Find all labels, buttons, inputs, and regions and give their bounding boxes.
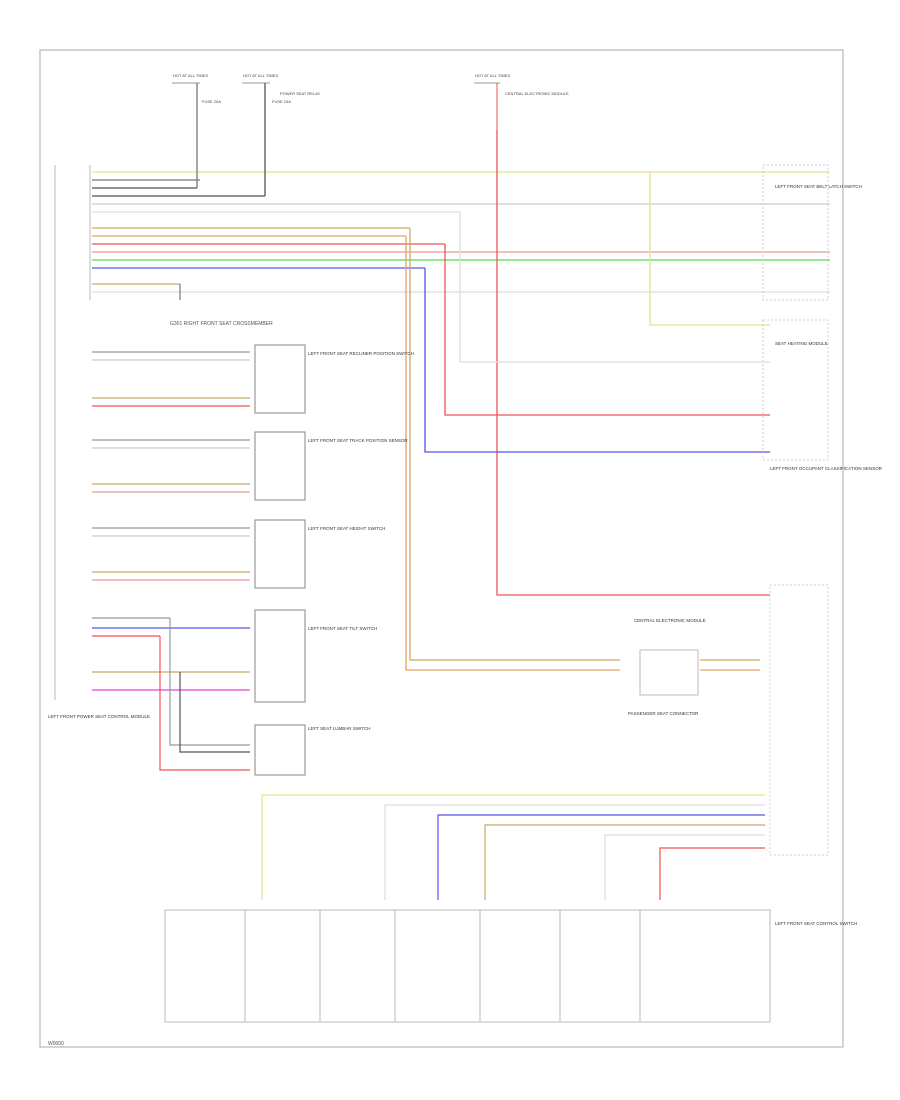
svg-text:POWER SEAT RELAY: POWER SEAT RELAY xyxy=(280,91,321,96)
svg-text:HOT AT ALL TIMES: HOT AT ALL TIMES xyxy=(173,73,208,78)
left-switch-labels: LEFT FRONT SEAT RECLINER POSITION SWITCH… xyxy=(48,351,414,731)
right-module-1: LEFT FRONT SEAT BELT LATCH SWITCH xyxy=(762,164,862,301)
svg-text:PASSENGER SEAT CONNECTOR: PASSENGER SEAT CONNECTOR xyxy=(628,711,699,716)
svg-text:SEAT HEATING MODULE: SEAT HEATING MODULE xyxy=(775,341,828,346)
svg-text:CENTRAL ELECTRONIC MODULE: CENTRAL ELECTRONIC MODULE xyxy=(505,91,569,96)
svg-text:HOT AT ALL TIMES: HOT AT ALL TIMES xyxy=(475,73,510,78)
svg-text:LEFT SEAT LUMBAR SWITCH: LEFT SEAT LUMBAR SWITCH xyxy=(308,726,371,731)
diagram-border xyxy=(39,49,844,1048)
left-switches xyxy=(92,344,306,776)
svg-text:HOT AT ALL TIMES: HOT AT ALL TIMES xyxy=(243,73,278,78)
footer-code: W0000 xyxy=(48,1041,64,1047)
bottom-module-group: LEFT FRONT SEAT CONTROL SWITCH xyxy=(164,909,857,1023)
occupant-sensor-label: LEFT FRONT OCCUPANT CLASSIFICATION SENSO… xyxy=(770,466,883,471)
bottom-harness xyxy=(261,794,765,900)
svg-text:LEFT FRONT POWER SEAT CONTROL: LEFT FRONT POWER SEAT CONTROL MODULE xyxy=(48,714,150,719)
svg-text:LEFT FRONT SEAT CONTROL SWITCH: LEFT FRONT SEAT CONTROL SWITCH xyxy=(775,921,857,926)
passenger-connector: PASSENGER SEAT CONNECTOR CENTRAL ELECTRO… xyxy=(628,618,706,716)
ground-label: G301 RIGHT FRONT SEAT CROSSMEMBER xyxy=(170,321,273,327)
right-module-2: SEAT HEATING MODULE xyxy=(762,319,829,461)
main-harness xyxy=(196,83,770,671)
right-module-3 xyxy=(769,584,829,856)
module-connector-pins xyxy=(92,171,830,300)
top-fuse-3: HOT AT ALL TIMES CENTRAL ELECTRONIC MODU… xyxy=(474,73,569,160)
svg-text:LEFT FRONT SEAT TRACK POSITION: LEFT FRONT SEAT TRACK POSITION SENSOR xyxy=(308,438,408,443)
svg-text:LEFT FRONT SEAT BELT LATCH SWI: LEFT FRONT SEAT BELT LATCH SWITCH xyxy=(775,184,862,189)
svg-text:CENTRAL ELECTRONIC MODULE: CENTRAL ELECTRONIC MODULE xyxy=(634,618,706,623)
svg-text:LEFT FRONT SEAT HEIGHT SWITCH: LEFT FRONT SEAT HEIGHT SWITCH xyxy=(308,526,385,531)
top-fuse-2: HOT AT ALL TIMES FUSE 15A POWER SEAT REL… xyxy=(242,73,321,160)
svg-text:LEFT FRONT SEAT RECLINER POSIT: LEFT FRONT SEAT RECLINER POSITION SWITCH xyxy=(308,351,414,356)
svg-text:FUSE 20A: FUSE 20A xyxy=(202,99,221,104)
svg-text:LEFT FRONT SEAT TILT SWITCH: LEFT FRONT SEAT TILT SWITCH xyxy=(308,626,377,631)
svg-text:FUSE 15A: FUSE 15A xyxy=(272,99,291,104)
